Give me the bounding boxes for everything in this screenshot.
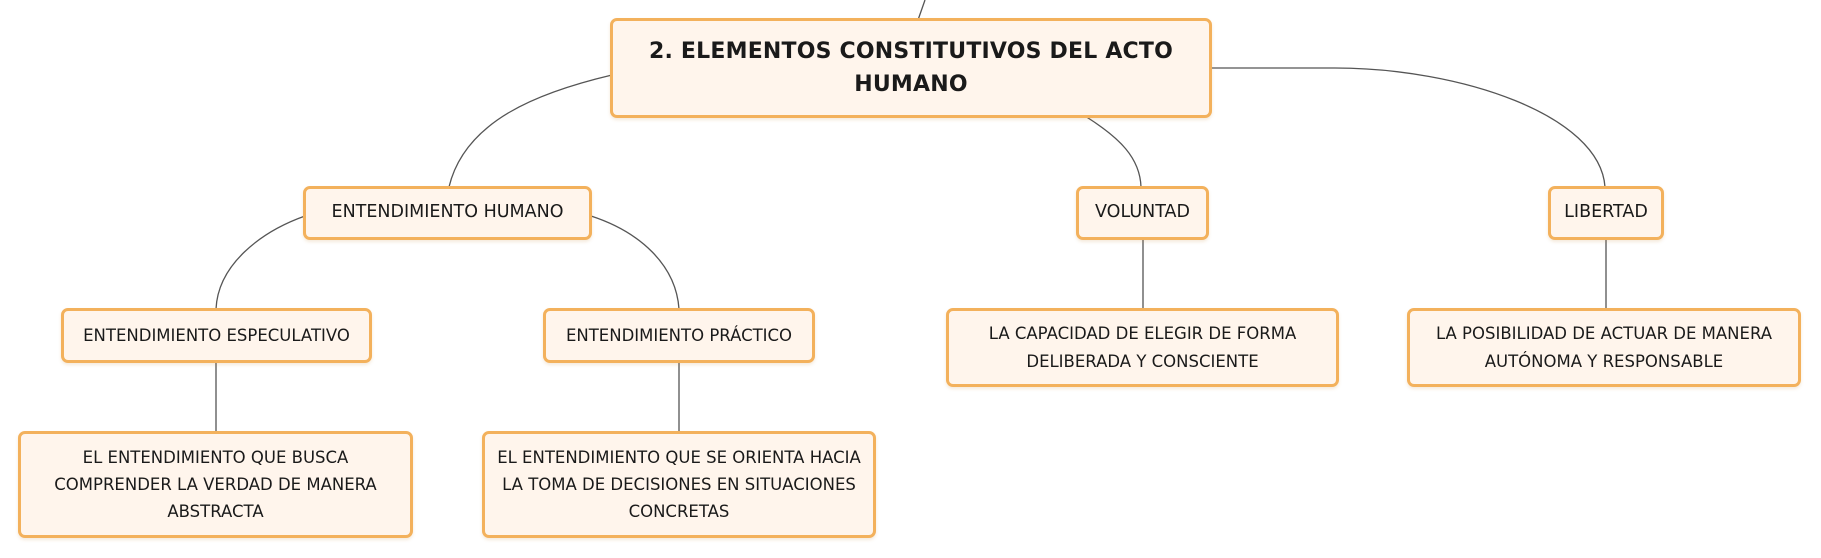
connector-root-to-voluntad [1084, 115, 1142, 188]
connector-humano-to-especulativo [215, 215, 306, 310]
voluntad-label: VOLUNTAD [1095, 202, 1190, 223]
entendimiento-practico-description: EL ENTENDIMIENTO QUE SE ORIENTA HACIA LA… [497, 447, 861, 522]
root-topic-label: 2. ELEMENTOS CONSTITUTIVOS DEL ACTO HUMA… [649, 39, 1173, 97]
entendimiento-especulativo-label: ENTENDIMIENTO ESPECULATIVO [83, 325, 350, 345]
voluntad-description: LA CAPACIDAD DE ELEGIR DE FORMA DELIBERA… [988, 324, 1297, 371]
libertad-description: LA POSIBILIDAD DE ACTUAR DE MANERA AUTÓN… [1435, 324, 1773, 371]
entendimiento-practico-node[interactable]: ENTENDIMIENTO PRÁCTICO [543, 308, 815, 363]
entendimiento-especulativo-description: EL ENTENDIMIENTO QUE BUSCA COMPRENDER LA… [54, 447, 377, 522]
connector-root-to-libertad [1211, 67, 1606, 188]
libertad-node[interactable]: LIBERTAD [1548, 186, 1664, 240]
entendimiento-practico-label: ENTENDIMIENTO PRÁCTICO [565, 325, 793, 345]
entendimiento-especulativo-node[interactable]: ENTENDIMIENTO ESPECULATIVO [61, 308, 372, 363]
connector-root-to-entendimiento-humano [448, 74, 613, 188]
entendimiento-especulativo-description-node[interactable]: EL ENTENDIMIENTO QUE BUSCA COMPRENDER LA… [18, 431, 413, 538]
libertad-description-node[interactable]: LA POSIBILIDAD DE ACTUAR DE MANERA AUTÓN… [1407, 308, 1801, 387]
entendimiento-humano-node[interactable]: ENTENDIMIENTO HUMANO [303, 186, 592, 240]
voluntad-description-node[interactable]: LA CAPACIDAD DE ELEGIR DE FORMA DELIBERA… [946, 308, 1339, 387]
connector-humano-to-practico [590, 215, 680, 310]
entendimiento-practico-description-node[interactable]: EL ENTENDIMIENTO QUE SE ORIENTA HACIA LA… [482, 431, 876, 538]
root-topic-node[interactable]: 2. ELEMENTOS CONSTITUTIVOS DEL ACTO HUMA… [610, 18, 1212, 118]
libertad-label: LIBERTAD [1564, 202, 1648, 223]
entendimiento-humano-label: ENTENDIMIENTO HUMANO [331, 202, 564, 223]
connector-from-parent [917, 0, 926, 21]
voluntad-node[interactable]: VOLUNTAD [1076, 186, 1209, 240]
